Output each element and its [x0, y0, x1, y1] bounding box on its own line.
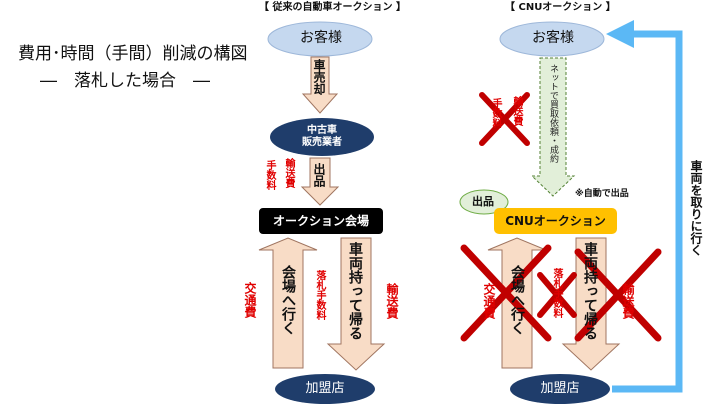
right-store-label: 加盟店 — [540, 381, 580, 396]
bring-home-label: 車両持って帰る — [347, 242, 363, 340]
auction-venue-box — [259, 208, 383, 234]
auction-venue-label: オークション会場 — [272, 214, 369, 228]
left-sell-arrow — [301, 56, 339, 114]
winning-fee-crossed-label: 落札手数料 — [551, 268, 562, 318]
cross-bring-home — [574, 248, 662, 342]
cnu-auction-label: CNUオークション — [505, 214, 606, 228]
transport-crossed-label: 輸送費 — [511, 96, 522, 126]
auto-listing-note: ※自動で出品 — [575, 189, 629, 199]
net-request-label: ネットで買取依頼・成約 — [548, 64, 558, 163]
transport-fee2-label: 輸送費 — [385, 283, 399, 319]
right-store-ellipse — [510, 374, 610, 404]
cross-winning-fee — [537, 272, 577, 318]
left-store-label: 加盟店 — [305, 381, 345, 396]
cross-go-venue — [460, 244, 552, 342]
left-up-arrow — [258, 237, 318, 369]
listing-bubble-label: 出品 — [472, 195, 494, 208]
left-listing-arrow — [300, 157, 340, 206]
pickup-label: 車両を取りに行く — [689, 160, 703, 256]
transport-label: 輸送費 — [283, 158, 294, 188]
dealer-label: 中古車 販売業者 — [302, 125, 342, 148]
left-header: 【 従来の自動車オークション 】 — [259, 2, 406, 13]
transport-fee-label: 交通費 — [243, 282, 257, 318]
left-customer-ellipse — [267, 21, 373, 57]
transport-fee-crossed-label: 交通費 — [482, 283, 496, 319]
cnu-auction-box — [494, 208, 617, 234]
fee-crossed-label: 手数料 — [490, 98, 501, 128]
right-header: 【 CNUオークション 】 — [505, 2, 616, 13]
right-bring-home-label: 車両持って帰る — [582, 242, 598, 340]
pickup-loop-arrow — [606, 20, 683, 393]
listing-bubble — [459, 189, 509, 215]
left-dealer-ellipse — [270, 118, 374, 156]
fee-label: 手数料 — [264, 160, 275, 190]
net-request-arrow — [530, 57, 576, 197]
cross-fees — [479, 92, 530, 146]
listing-label: 出品 — [312, 163, 326, 187]
left-down-arrow — [326, 237, 386, 371]
sell-label: 車売却 — [312, 59, 326, 95]
go-venue-label: 会場へ行く — [280, 265, 296, 335]
right-customer-label: お客様 — [532, 30, 574, 46]
left-customer-label: お客様 — [300, 30, 342, 46]
left-store-ellipse — [275, 374, 375, 404]
title-line1: 費用･時間（手間）削減の構図 — [18, 44, 248, 64]
title-line2: ― 落札した場合 ― — [40, 71, 210, 91]
transport-fee2-crossed-label: 輸送費 — [621, 283, 635, 319]
winning-fee-label: 落札手数料 — [314, 270, 325, 320]
right-go-venue-label: 会場へ行く — [509, 265, 525, 335]
right-customer-ellipse — [499, 21, 605, 57]
